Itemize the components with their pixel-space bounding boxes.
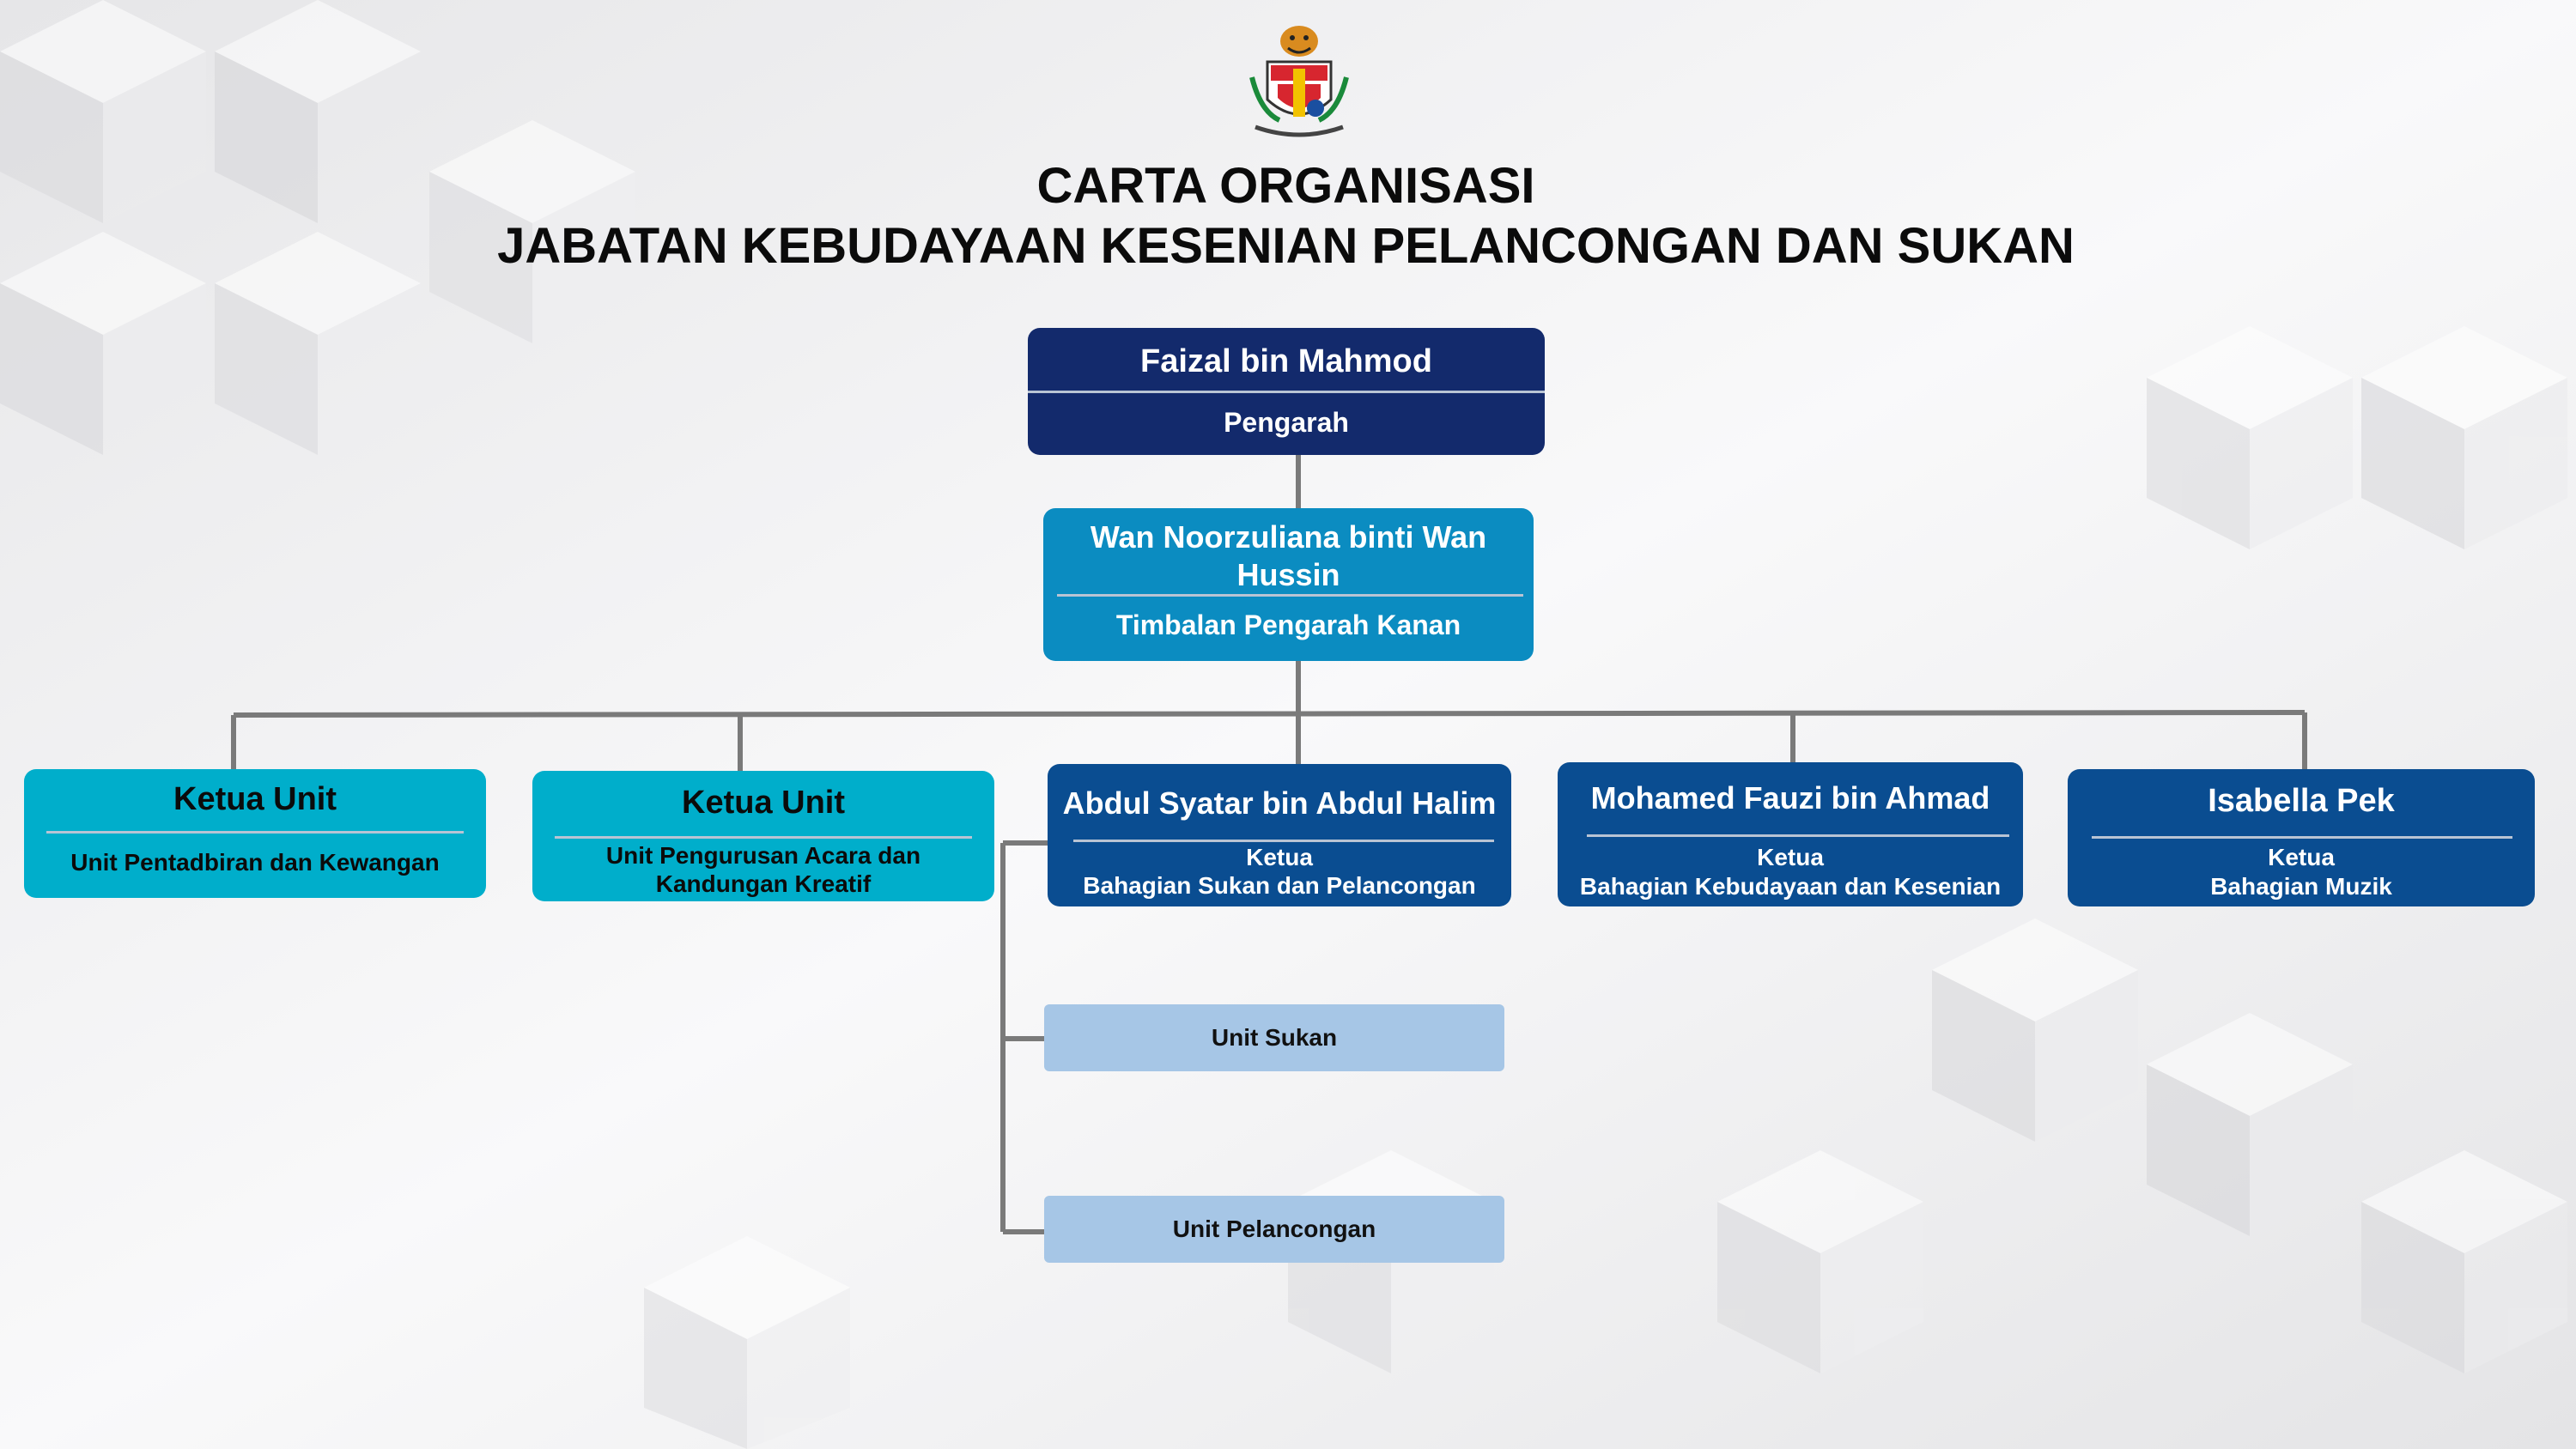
page-subtitle: JABATAN KEBUDAYAAN KESENIAN PELANCONGAN … (497, 218, 2075, 274)
divider (1073, 840, 1494, 842)
division-name: Bahagian Kebudayaan dan Kesenian (1579, 873, 2002, 900)
tiger-crest-icon (1249, 26, 1349, 137)
divider (1028, 391, 1545, 393)
unit-name-line2: Kandungan Kreatif (655, 870, 872, 897)
divider (555, 836, 972, 839)
division-head-title: Ketua (1246, 844, 1313, 870)
divider (2092, 836, 2512, 839)
division-name: Bahagian Sukan dan Pelancongan (1083, 872, 1476, 899)
director-name: Faizal bin Mahmod (1140, 343, 1432, 379)
unit-head-title: Ketua Unit (173, 781, 337, 817)
division-head-title: Ketua (1757, 844, 1824, 870)
deputy-name-line2: Hussin (1236, 557, 1340, 592)
deputy-name-line1: Wan Noorzuliana binti Wan (1090, 519, 1487, 555)
division-box-sukan: Abdul Syatar bin Abdul Halim Ketua Bahag… (1048, 764, 1511, 906)
divider (46, 831, 464, 834)
subunit-sukan: Unit Sukan (1044, 1004, 1504, 1071)
deputy-box: Wan Noorzuliana binti Wan Hussin Timbala… (1043, 508, 1534, 661)
connector-bus (233, 710, 2306, 718)
division-head-title: Ketua (2268, 844, 2335, 870)
unit-head-title: Ketua Unit (682, 785, 845, 821)
division-head-name: Abdul Syatar bin Abdul Halim (1062, 785, 1497, 821)
divider (1057, 594, 1523, 597)
division-head-name: Mohamed Fauzi bin Ahmad (1590, 780, 1990, 815)
director-box: Faizal bin Mahmod Pengarah (1028, 328, 1545, 455)
unit-box-acara: Ketua Unit Unit Pengurusan Acara dan Kan… (532, 771, 994, 901)
division-head-name: Isabella Pek (2208, 783, 2395, 819)
director-role: Pengarah (1224, 407, 1349, 438)
divider (1587, 834, 2009, 837)
division-box-kebudayaan: Mohamed Fauzi bin Ahmad Ketua Bahagian K… (1558, 762, 2023, 906)
subunit-pelancongan: Unit Pelancongan (1044, 1196, 1504, 1263)
page-title: CARTA ORGANISASI (1036, 158, 1535, 214)
unit-box-pentadbiran: Ketua Unit Unit Pentadbiran dan Kewangan (24, 769, 486, 898)
unit-name: Unit Pentadbiran dan Kewangan (70, 849, 440, 876)
division-box-muzik: Isabella Pek Ketua Bahagian Muzik (2068, 769, 2535, 906)
deputy-role: Timbalan Pengarah Kanan (1115, 609, 1461, 640)
division-name: Bahagian Muzik (2210, 873, 2392, 900)
unit-name-line1: Unit Pengurusan Acara dan (605, 842, 921, 869)
